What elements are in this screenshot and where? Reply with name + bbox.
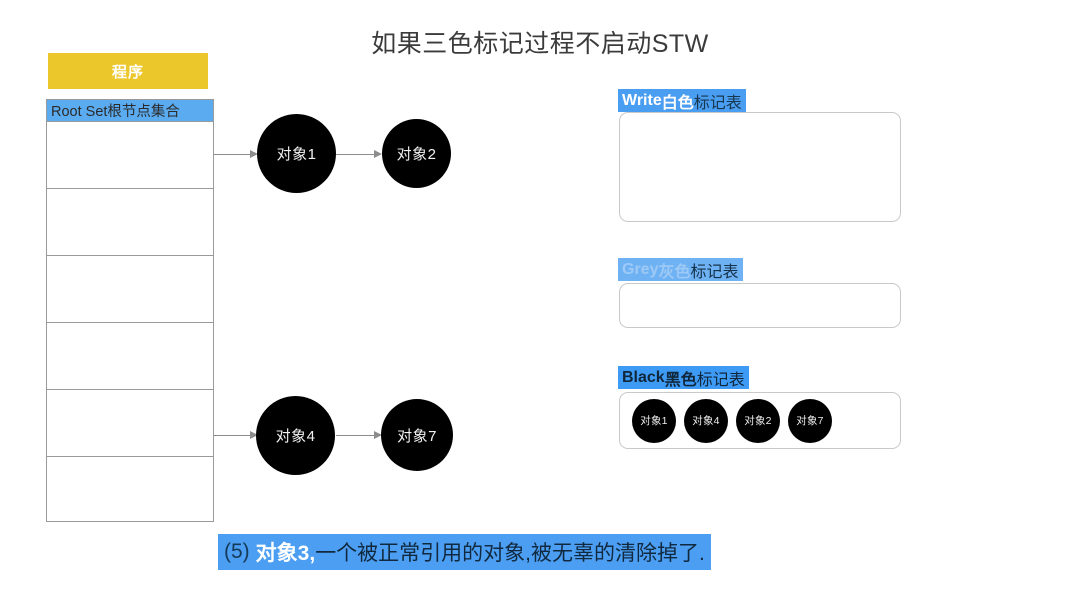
edge-root-to-obj4-line [214, 435, 250, 436]
node-obj1[interactable]: 对象1 [257, 114, 336, 193]
caption-banner: (5) 对象3, 一个被正常引用的对象,被无辜的清除掉了. [218, 534, 711, 570]
node-obj1-label: 对象1 [276, 146, 317, 163]
page-title: 如果三色标记过程不启动STW [371, 30, 709, 58]
node-obj2[interactable]: 对象2 [382, 119, 451, 188]
program-header: 程序 [48, 53, 208, 89]
root-set-row: Root Set根节点集合 [47, 100, 213, 122]
grey-mark-table-items [620, 284, 900, 327]
white-mark-table-label: Write 白色 标记表 [618, 89, 746, 112]
edge-obj1-to-obj2-arrow [374, 150, 382, 158]
white-mark-label-en: Write [622, 91, 662, 109]
node-obj4[interactable]: 对象4 [256, 396, 335, 475]
grey-mark-label-en: Grey [622, 260, 659, 278]
root-set-label: Root Set根节点集合 [51, 104, 180, 120]
table-row [47, 122, 213, 189]
mark-chip[interactable]: 对象7 [788, 398, 832, 443]
edge-root-to-obj1-line [214, 154, 250, 155]
mark-chip[interactable]: 对象1 [632, 398, 676, 443]
mark-chip[interactable]: 对象2 [736, 398, 780, 443]
edge-obj4-to-obj7-line [336, 435, 374, 436]
black-mark-table-label: Black 黑色 标记表 [618, 366, 749, 389]
table-row [47, 256, 213, 323]
grey-mark-label-color: 灰色 [658, 263, 691, 281]
node-obj2-label: 对象2 [396, 146, 437, 163]
grey-mark-label-rest: 标记表 [690, 263, 739, 281]
white-mark-label-rest: 标记表 [693, 94, 742, 112]
black-mark-label-color: 黑色 [664, 371, 697, 389]
table-row [47, 457, 213, 523]
grey-mark-table-box[interactable] [619, 283, 901, 328]
black-mark-label-en: Black [622, 368, 665, 386]
caption-index: (5) [224, 540, 250, 563]
edge-root-to-obj1-arrow [250, 150, 258, 158]
node-obj7[interactable]: 对象7 [381, 399, 453, 471]
node-obj4-label: 对象4 [275, 428, 316, 445]
table-row [47, 390, 213, 457]
caption-rest: 一个被正常引用的对象,被无辜的清除掉了. [315, 542, 705, 565]
root-set-table: Root Set根节点集合 [46, 99, 214, 522]
node-obj7-label: 对象7 [397, 427, 437, 445]
table-row [47, 323, 213, 390]
white-mark-label-color: 白色 [661, 94, 694, 112]
black-mark-label-rest: 标记表 [696, 371, 745, 389]
white-mark-table-box[interactable] [619, 112, 901, 222]
program-header-label: 程序 [111, 63, 144, 81]
edge-root-to-obj4-arrow [250, 431, 258, 439]
mark-chip[interactable]: 对象4 [684, 398, 728, 443]
table-row [47, 189, 213, 256]
caption-highlight: 对象3, [255, 542, 316, 565]
white-mark-table-items [620, 113, 900, 221]
grey-mark-table-label: Grey 灰色 标记表 [618, 258, 743, 281]
edge-obj1-to-obj2-line [336, 154, 374, 155]
edge-obj4-to-obj7-arrow [374, 431, 382, 439]
